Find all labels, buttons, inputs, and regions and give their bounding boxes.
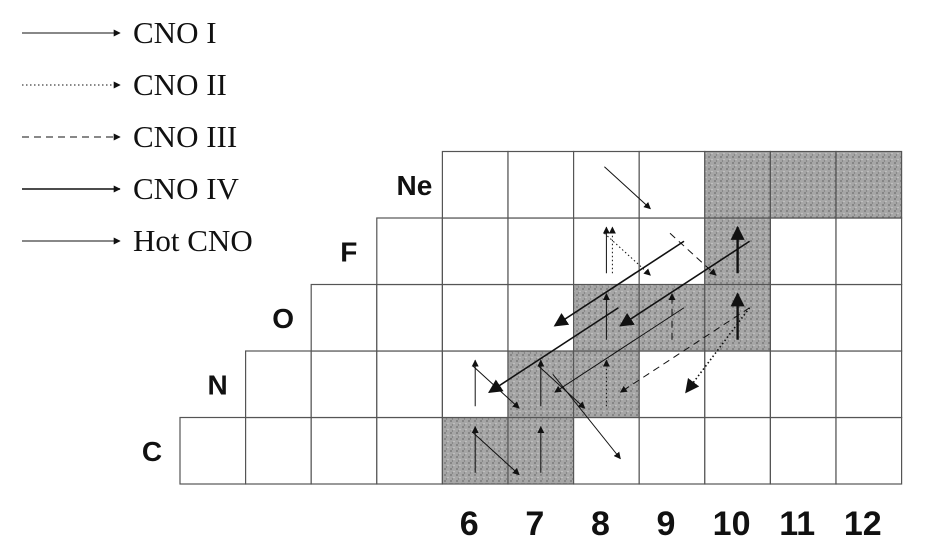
legend-label: CNO IV [133,171,240,206]
legend-label: Hot CNO [133,223,253,258]
nuclide-cell [507,283,575,352]
neutron-number-label: 9 [657,505,676,543]
reaction-arrow [619,240,751,327]
element-label: F [340,236,357,267]
reaction-arrow [488,307,619,394]
nuclide-cell [835,416,903,485]
nuclide-cell [769,416,837,485]
nuclide-cell [704,150,771,219]
nuclide-cell [835,350,903,419]
element-labels: C N O F Ne [142,170,432,467]
neutron-number-label: 8 [591,505,610,543]
neutron-number-label: 12 [844,505,882,543]
reaction-arrows [471,166,751,476]
reaction-arrow [685,307,751,394]
legend: CNO I CNO II CNO III CNO IV Hot CNO [22,15,253,258]
element-label: C [142,436,162,467]
nuclide-cell [376,283,443,352]
nuclide-cell [769,283,837,352]
nuclide-cell [769,217,837,286]
nuclide-cell [310,283,378,352]
element-label: O [272,303,294,334]
nuclide-cell [572,150,640,219]
legend-label: CNO III [133,119,237,154]
legend-label: CNO I [133,15,217,50]
nuclide-cell [638,283,706,352]
element-label: Ne [397,170,433,201]
neutron-number-label: 7 [525,505,544,543]
nuclide-cell [507,217,575,286]
reaction-arrow [472,432,520,476]
nuclide-cell [704,350,771,419]
nuclide-cell [245,416,312,485]
nuclide-cell [441,217,509,286]
neutron-number-label: 11 [779,505,815,543]
reaction-arrow [619,307,750,393]
nuclide-cell [441,150,509,219]
nuclide-cell [835,150,903,219]
nuclide-cell [376,217,443,286]
nuclide-cell [638,416,706,485]
reaction-arrow [552,373,621,460]
nuclide-cell [769,150,837,219]
nuclide-cell [638,150,706,219]
nuclide-cell [376,416,443,485]
nuclide-cell [835,283,903,352]
neutron-number-labels: 6 7 8 9 10 11 12 [460,505,882,543]
nuclide-cell [310,350,378,419]
reaction-arrow [604,166,651,210]
element-label: N [207,369,227,400]
nuclide-cell [245,350,312,419]
neutron-number-label: 10 [713,505,751,543]
nuclide-cell [835,217,903,286]
reaction-arrow [554,307,685,393]
neutron-number-label: 6 [460,505,479,543]
nuclide-cell [769,350,837,419]
reaction-arrow [553,240,685,327]
nuclide-cell [638,350,706,419]
nuclide-cell [310,416,378,485]
nuclide-cell [179,416,247,485]
nuclide-cell [572,416,640,485]
nuclide-cell [704,416,771,485]
nuclide-cell [376,350,443,419]
nuclide-cell [441,283,509,352]
nuclide-cell [507,150,575,219]
legend-label: CNO II [133,67,227,102]
